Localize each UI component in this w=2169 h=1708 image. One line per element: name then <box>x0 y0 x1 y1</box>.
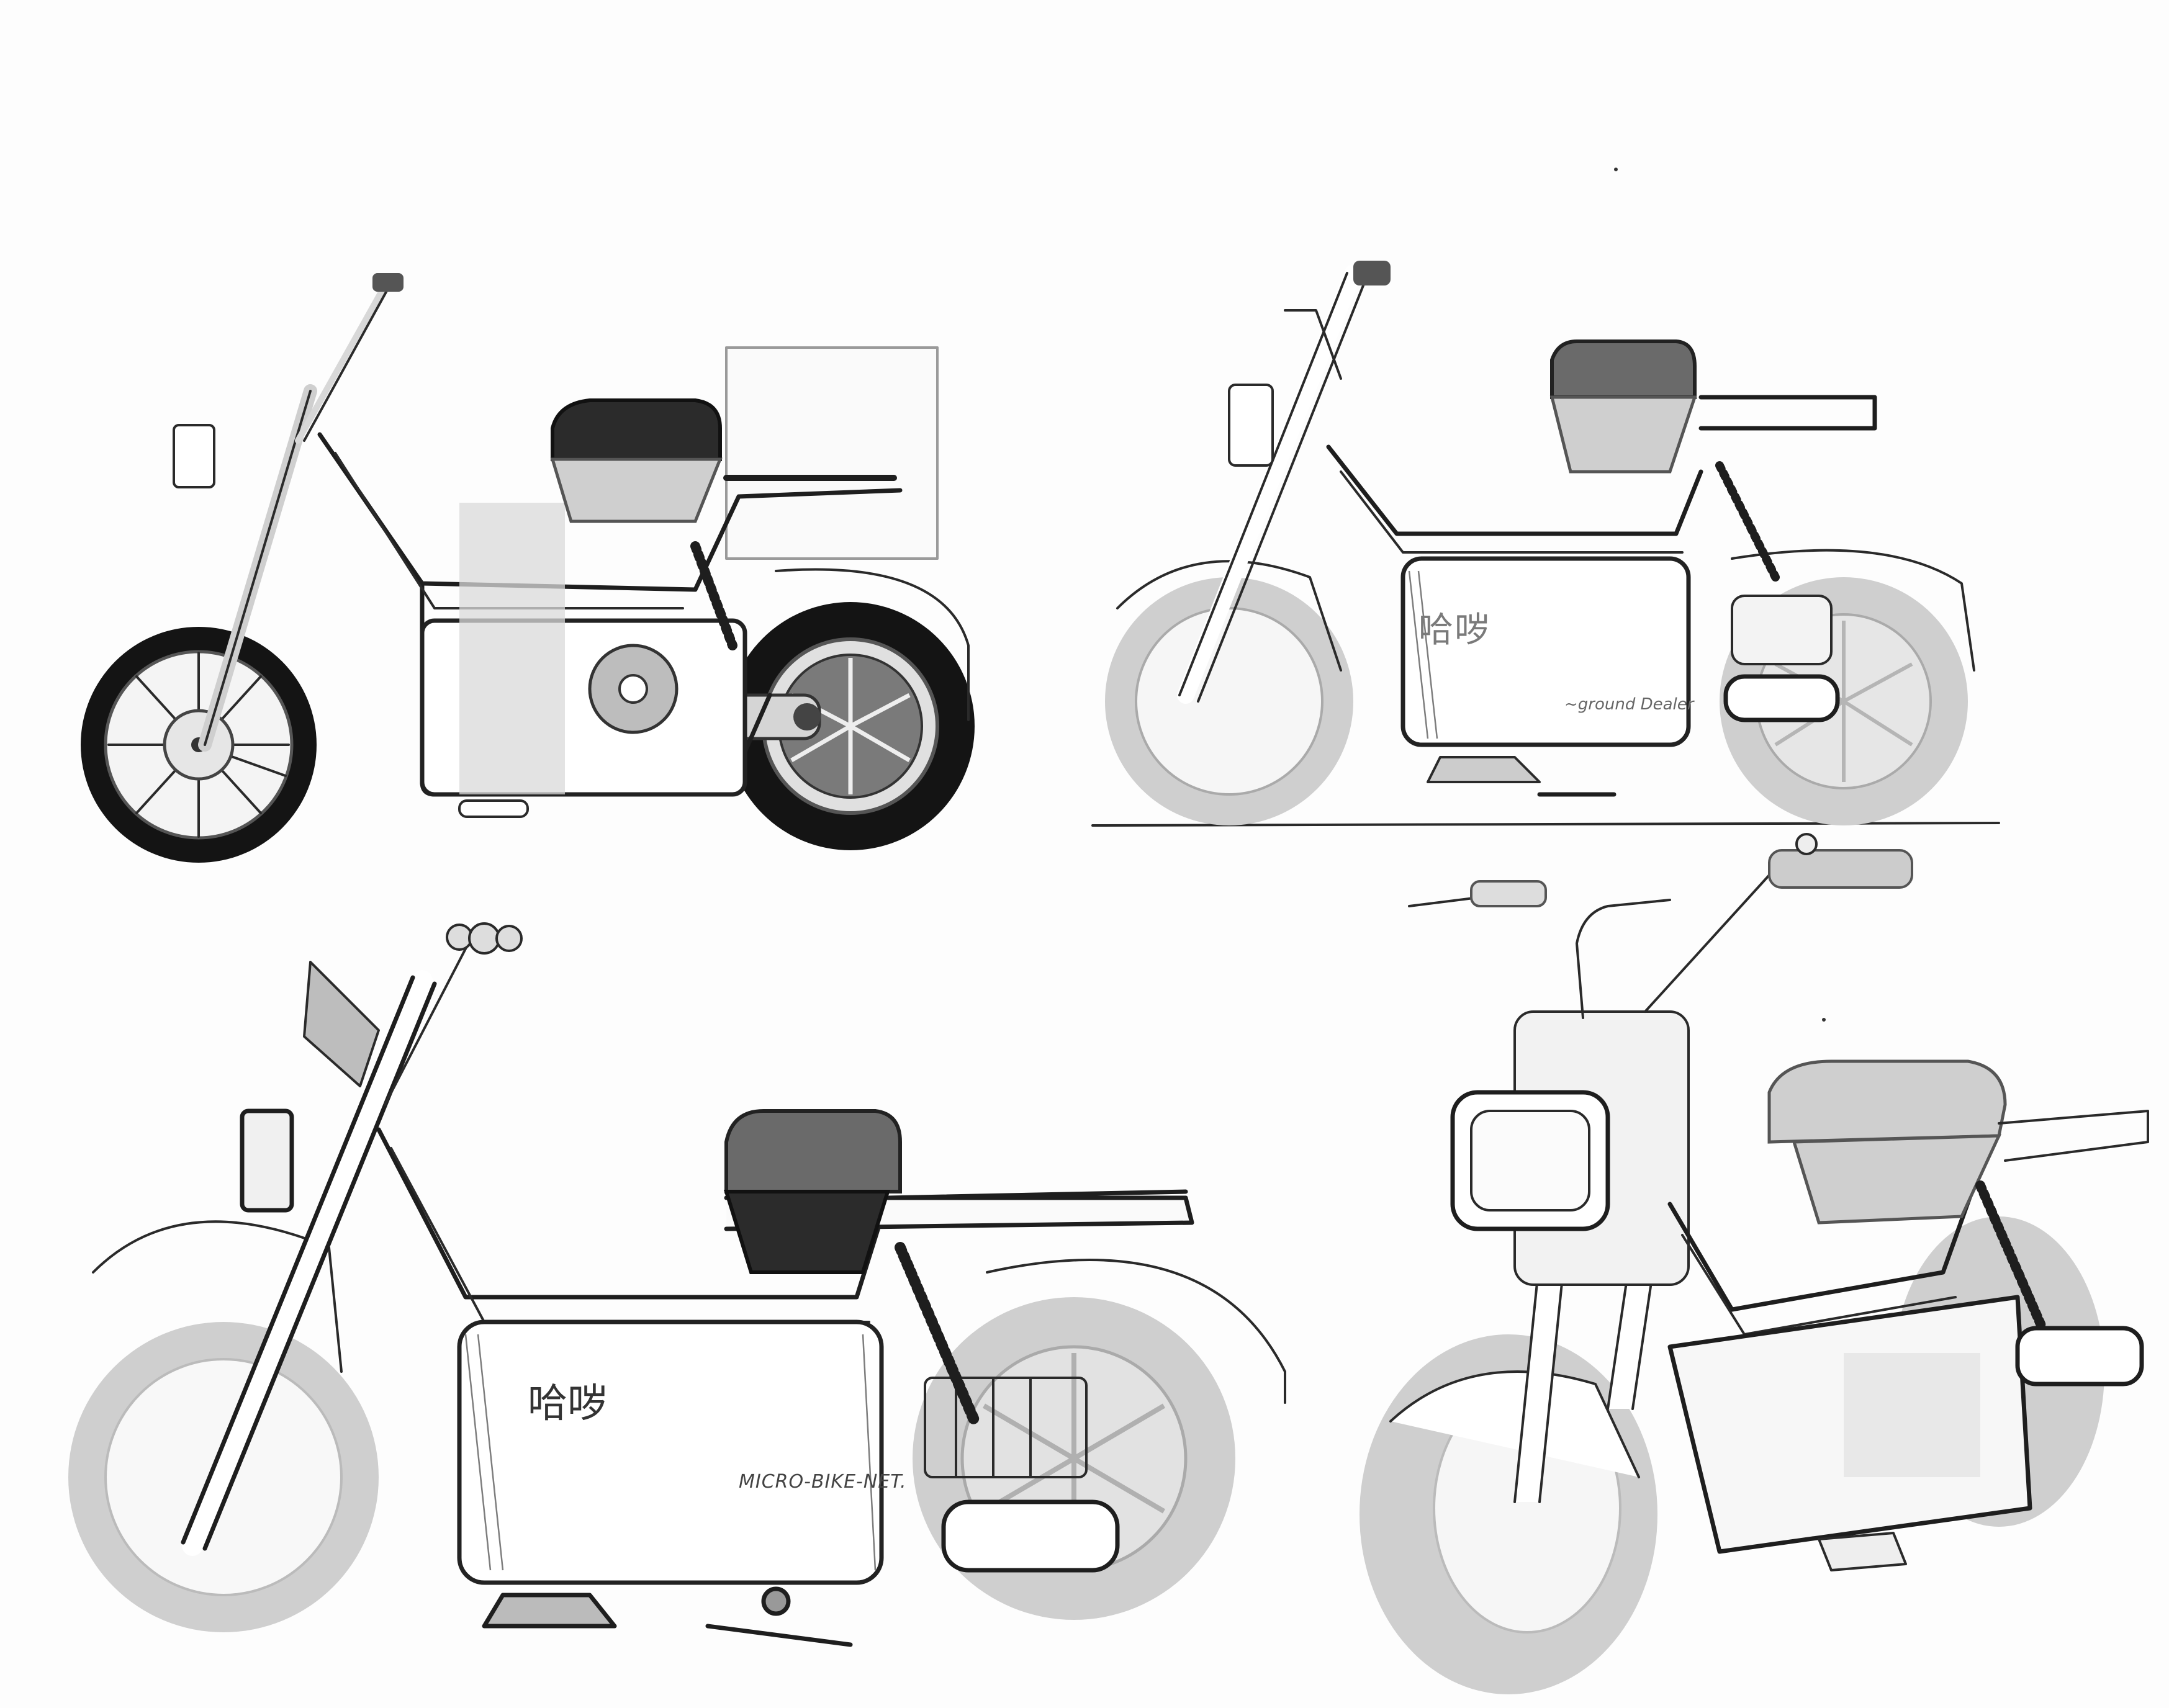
annotation-scribble: ~ground Dealer <box>1564 695 1694 714</box>
moped-three-quarter-view-drawing <box>1360 833 2149 1694</box>
moped-side-view-drawing <box>68 922 1286 1647</box>
brand-mark: 哈哕 <box>1418 610 1490 650</box>
sketch-bottom-right-moped <box>1347 833 2154 1694</box>
left-grip <box>1470 880 1547 907</box>
annotation-scribble: MICRO-BIKE-NET. <box>739 1471 907 1493</box>
brand-mark: 哈哕 <box>528 1381 607 1427</box>
grey-band <box>459 503 565 794</box>
moped-side-view-drawing <box>81 273 975 863</box>
seat <box>1767 1059 2007 1144</box>
sketch-top-right-moped: 哈哕 ~ground Dealer <box>1080 261 2011 844</box>
moped-side-view-drawing <box>1091 261 2000 827</box>
sketch-bottom-left-moped: 哈哕 MICRO-BIKE-NET. <box>56 922 1297 1647</box>
stray-pencil-mark <box>1822 1018 1826 1022</box>
seat <box>1550 339 1697 399</box>
seat <box>724 1109 902 1193</box>
handlebar-grip <box>1353 261 1391 285</box>
seat <box>551 398 722 461</box>
stray-pencil-mark <box>1614 168 1618 171</box>
right-grip <box>1768 849 1913 889</box>
headlight <box>240 1108 294 1213</box>
handlebar-grip <box>372 273 404 292</box>
sketch-top-left-moped <box>74 273 993 863</box>
